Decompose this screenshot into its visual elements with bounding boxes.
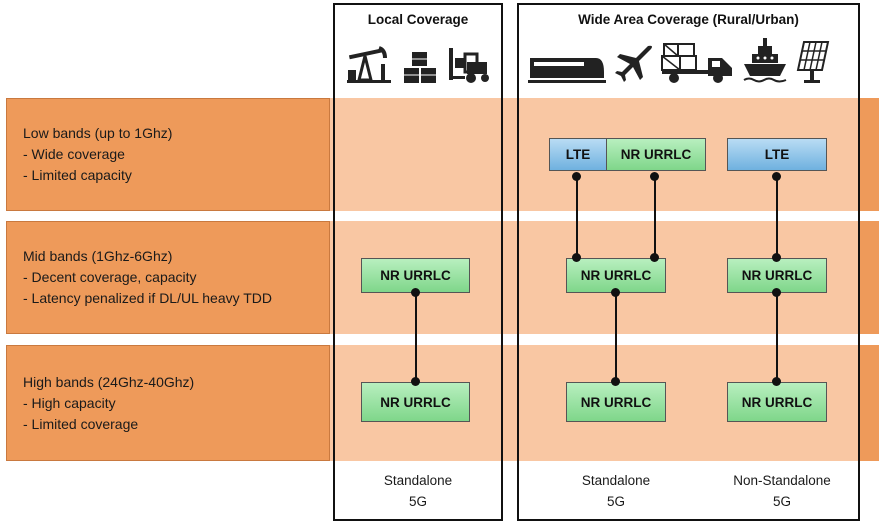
nr-urrlc-node: NR URRLC [361, 258, 470, 293]
airplane-icon [615, 45, 652, 82]
connector-line [415, 290, 417, 382]
connector-dot [411, 377, 420, 386]
footer-line: Non-Standalone [733, 473, 831, 488]
band-detail: - Limited coverage [23, 415, 139, 432]
nr-urrlc-node: NR URRLC [727, 382, 827, 422]
band-title: Mid bands (1Ghz-6Ghz) [23, 248, 173, 264]
band-detail: - High capacity [23, 394, 116, 411]
connector-dot [611, 288, 620, 297]
nr-urrlc-node: NR URRLC [566, 258, 666, 293]
footer-wide-standalone: Standalone 5G [545, 470, 687, 512]
footer-line: 5G [772, 494, 791, 509]
connector-dot [772, 172, 781, 181]
band-label-mid: Mid bands (1Ghz-6Ghz) - Decent coverage,… [6, 221, 330, 334]
wide-icons [528, 38, 830, 84]
band-detail: - Wide coverage [23, 146, 125, 162]
solar-panel-icon [796, 41, 830, 83]
band-label-high: High bands (24Ghz-40Ghz) - High capacity… [6, 345, 330, 461]
connector-dot [650, 172, 659, 181]
band-title: Low bands (up to 1Ghz) [23, 125, 173, 141]
connector-line [776, 176, 778, 258]
wide-area-coverage-column [517, 3, 860, 521]
lte-node: LTE [727, 138, 827, 171]
connector-dot [650, 253, 659, 262]
nr-urrlc-node: NR URRLC [361, 382, 470, 422]
footer-local-standalone: Standalone 5G [335, 470, 501, 512]
wide-area-coverage-title: Wide Area Coverage (Rural/Urban) [578, 12, 799, 27]
connector-dot [572, 172, 581, 181]
local-coverage-column [333, 3, 503, 521]
forklift-icon [449, 48, 489, 83]
ship-icon [743, 38, 787, 83]
band-edge [859, 221, 879, 334]
connector-line [576, 176, 578, 258]
delivery-truck-icon [661, 43, 732, 83]
connector-line [654, 176, 656, 258]
local-coverage-title: Local Coverage [367, 12, 469, 27]
connector-line [776, 290, 778, 382]
band-label-low: Low bands (up to 1Ghz) - Wide coverage -… [6, 98, 330, 211]
band-title: High bands (24Ghz-40Ghz) [23, 373, 195, 390]
oil-pump-icon [347, 46, 391, 83]
lte-node: LTE [549, 138, 607, 171]
local-icons [345, 42, 491, 84]
train-icon [528, 58, 606, 83]
band-detail: - Decent coverage, capacity [23, 269, 197, 285]
nr-urrlc-node: NR URRLC [606, 138, 706, 171]
connector-dot [611, 377, 620, 386]
footer-line: 5G [408, 494, 427, 509]
connector-dot [411, 288, 420, 297]
footer-line: Standalone [581, 473, 651, 488]
band-detail: - Limited capacity [23, 167, 132, 183]
band-edge [859, 345, 879, 461]
connector-dot [772, 377, 781, 386]
footer-wide-non-standalone: Non-Standalone 5G [712, 470, 852, 512]
connector-line [615, 290, 617, 382]
connector-dot [772, 253, 781, 262]
boxes-icon [404, 52, 436, 83]
connector-dot [772, 288, 781, 297]
band-detail: - Latency penalized if DL/UL heavy TDD [23, 290, 273, 306]
footer-line: 5G [606, 494, 625, 509]
footer-line: Standalone [383, 473, 453, 488]
nr-urrlc-node: NR URRLC [566, 382, 666, 422]
band-edge [859, 98, 879, 211]
connector-dot [572, 253, 581, 262]
